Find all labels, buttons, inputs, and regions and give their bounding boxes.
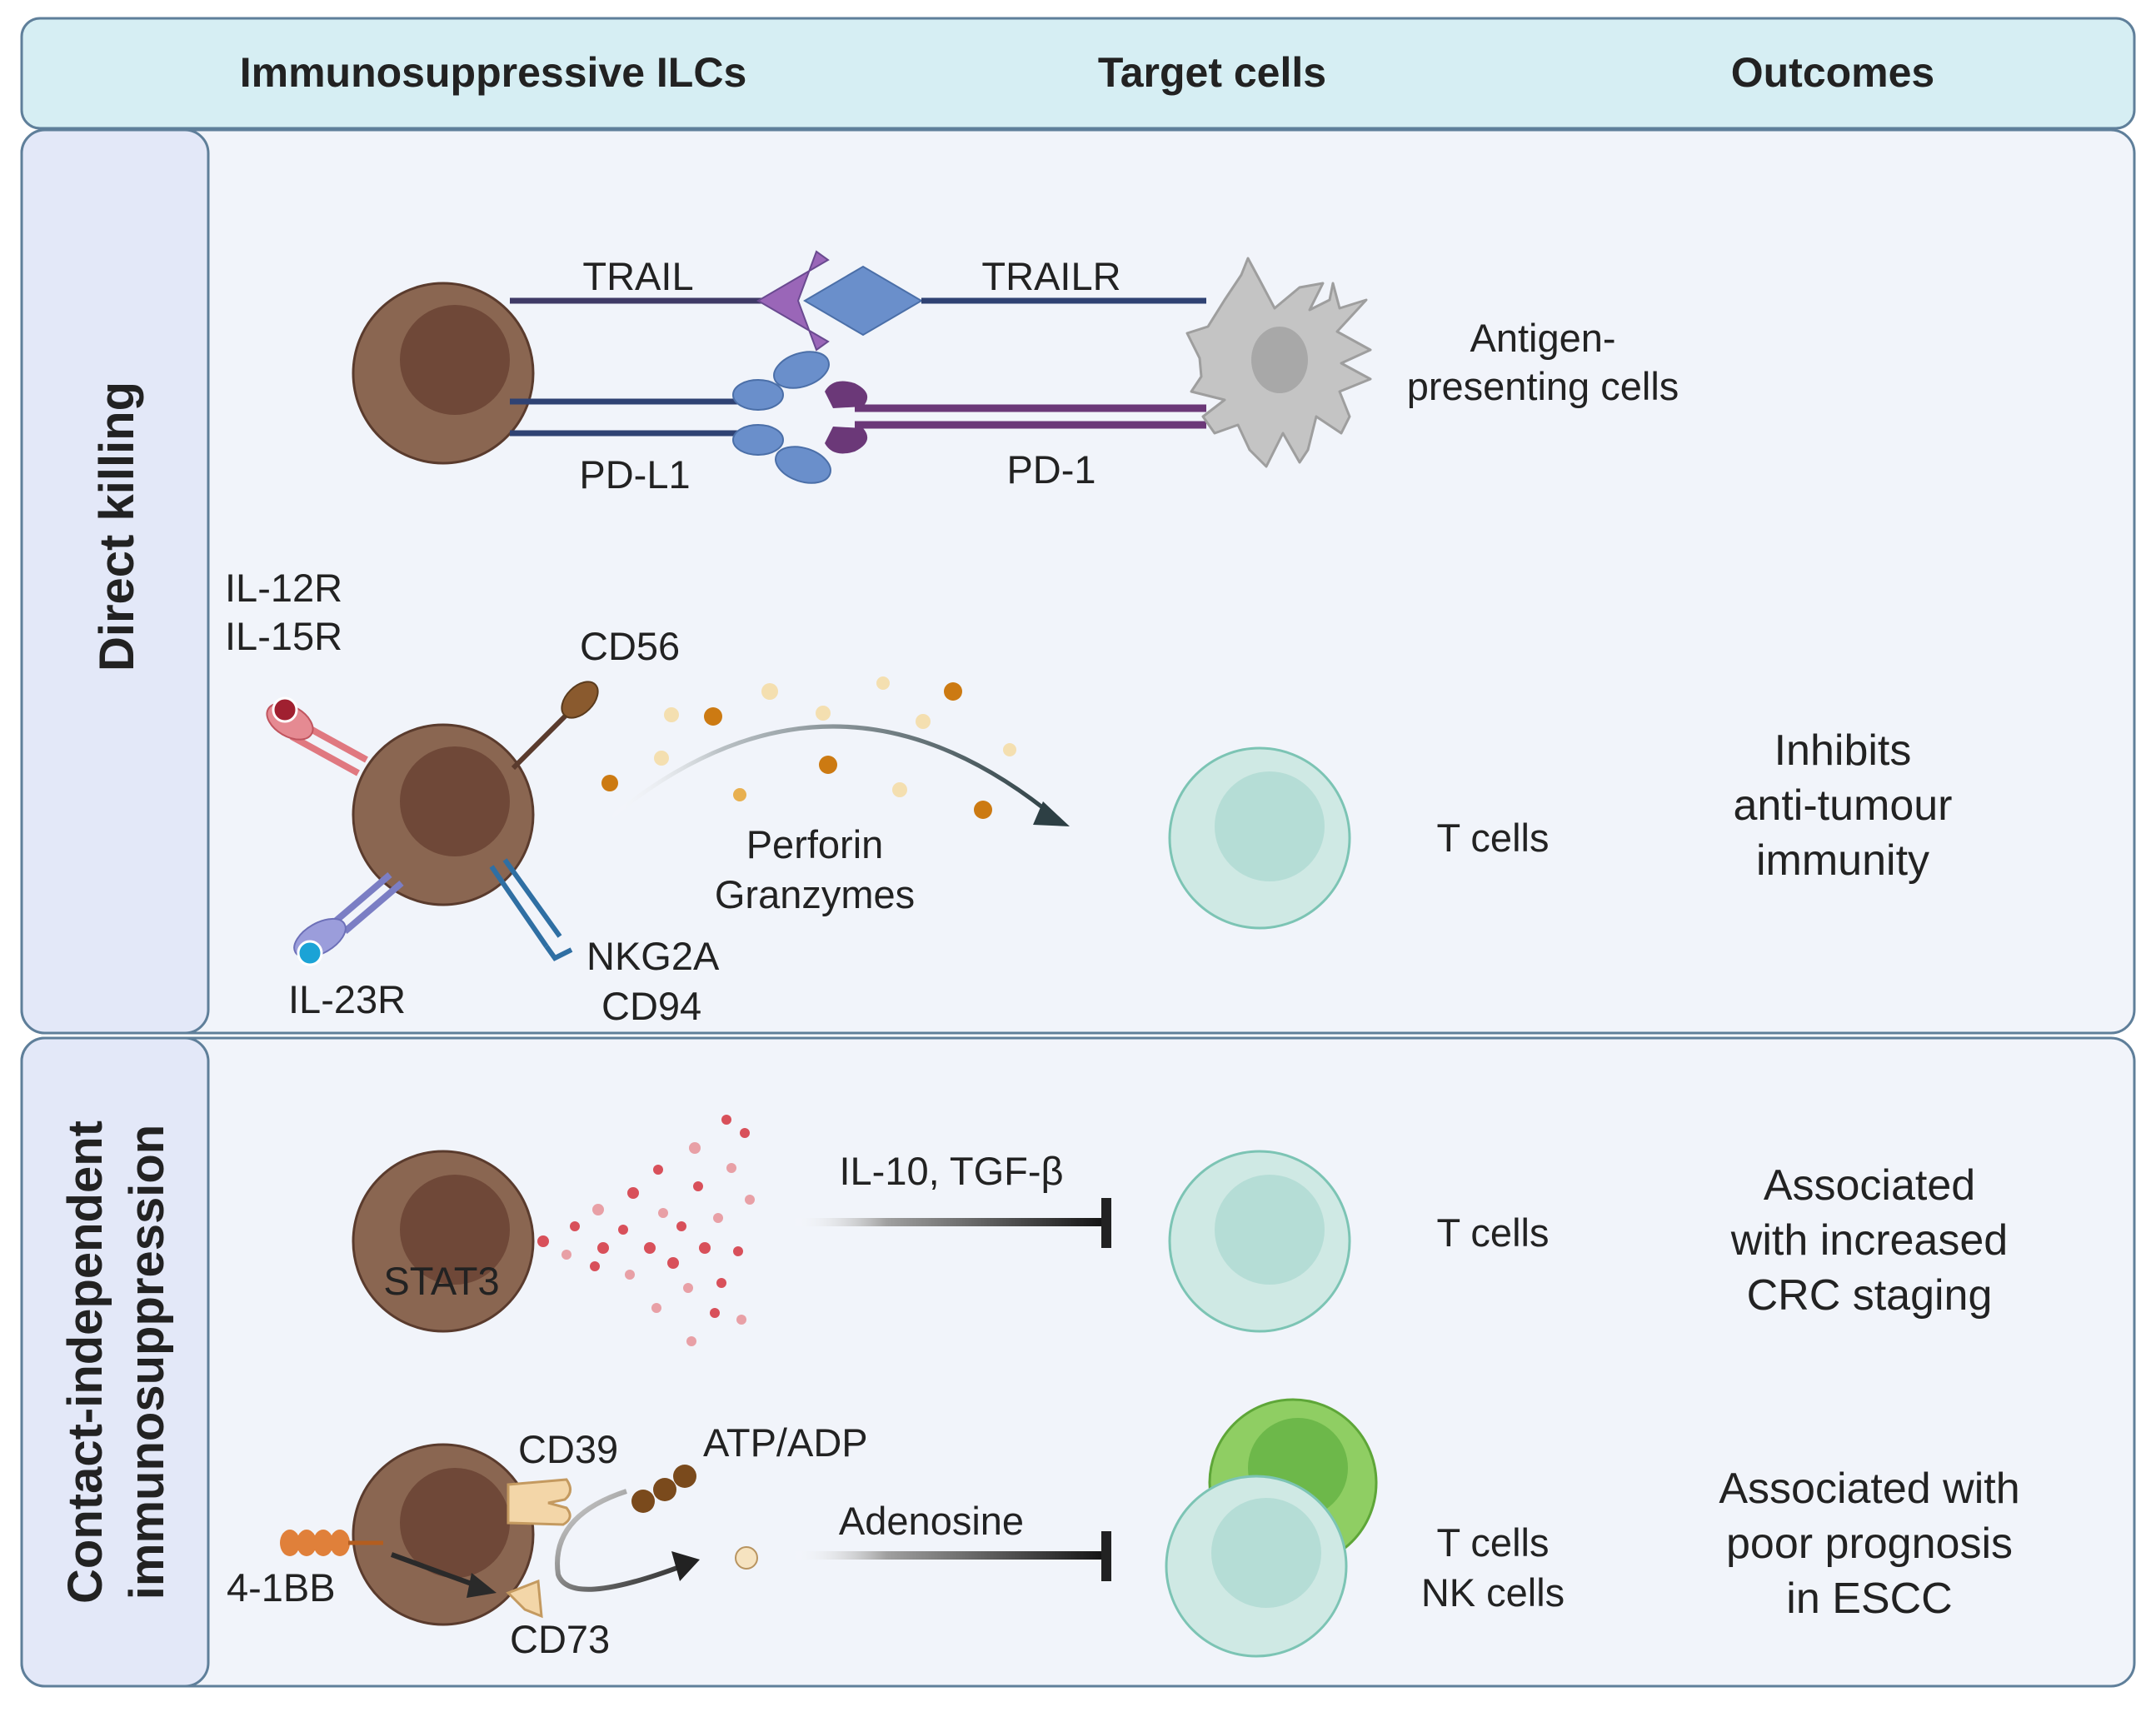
cd39-enzyme-icon bbox=[507, 1478, 571, 1526]
conversion-arrowhead bbox=[671, 1551, 700, 1581]
outcome-crc-line2: with increased bbox=[1730, 1216, 2008, 1265]
row2-target-label: T cells bbox=[1437, 816, 1550, 860]
row-perforin: IL-12R IL-15R CD56 IL-23R NKG2A CD94 bbox=[225, 566, 1953, 1028]
4-1bb-receptor-icon bbox=[280, 1530, 383, 1556]
t-cell-3-nucleus bbox=[1211, 1498, 1321, 1608]
cd56-stalk bbox=[511, 707, 574, 771]
nkg2a-stalk-2 bbox=[502, 858, 562, 938]
stat3-label: STAT3 bbox=[383, 1259, 499, 1303]
pd1-head-bottom bbox=[825, 427, 868, 454]
il23r-label: IL-23R bbox=[288, 977, 406, 1021]
apc-label-line1: Antigen- bbox=[1470, 316, 1615, 360]
atp-phosphate-1 bbox=[631, 1490, 655, 1513]
internal-arrow-line bbox=[390, 1552, 480, 1589]
pdl1-domain-2 bbox=[773, 351, 830, 389]
t-cell-1-nucleus bbox=[1215, 771, 1325, 881]
row3-target-label: T cells bbox=[1437, 1210, 1550, 1255]
trailr-label: TRAILR bbox=[981, 254, 1120, 298]
outcome-escc-line3: in ESCC bbox=[1786, 1575, 1952, 1623]
side-tab-contact bbox=[20, 1036, 210, 1688]
ilc-cell-4-nucleus bbox=[400, 1468, 510, 1578]
inhibition-tee-il10 bbox=[1101, 1198, 1111, 1248]
cd56-receptor-icon bbox=[561, 681, 599, 719]
pdl1-domain-4 bbox=[775, 446, 831, 484]
granzymes-label: Granzymes bbox=[715, 872, 915, 916]
cytokine-spray bbox=[537, 1115, 755, 1346]
perforin-label: Perforin bbox=[746, 822, 884, 866]
row4-target-label-1: T cells bbox=[1437, 1520, 1550, 1565]
cd56-label: CD56 bbox=[580, 624, 680, 668]
cd73-enzyme-icon bbox=[506, 1579, 543, 1619]
cd39-label: CD39 bbox=[518, 1427, 618, 1471]
apc-label-line2: presenting cells bbox=[1407, 364, 1679, 408]
atp-phosphate-2 bbox=[653, 1478, 676, 1501]
outcome-escc-line2: poor prognosis bbox=[1726, 1520, 2013, 1568]
section-contact-line2: immunosuppression bbox=[120, 1125, 174, 1600]
header-ilc-label: Immunosuppressive ILCs bbox=[240, 49, 747, 96]
pd1-label: PD-1 bbox=[1006, 447, 1095, 492]
inhibition-bar-adenosine bbox=[791, 1551, 1108, 1560]
inhibition-bar-il10 bbox=[791, 1218, 1108, 1226]
pdl1-domain-1 bbox=[732, 379, 784, 411]
conversion-arrow bbox=[555, 1489, 683, 1592]
il15r-label: IL-15R bbox=[225, 614, 342, 658]
section-direct-killing: Direct killing bbox=[90, 382, 144, 671]
internal-arrowhead bbox=[467, 1573, 497, 1598]
header-target-label: Target cells bbox=[1098, 49, 1326, 96]
outcome-crc-line1: Associated bbox=[1764, 1161, 1975, 1210]
adenosine-label: Adenosine bbox=[839, 1499, 1024, 1543]
apc-cell-icon bbox=[1185, 257, 1372, 468]
il12r-stalk-2 bbox=[290, 733, 360, 776]
outcome-direct-line1: Inhibits bbox=[1774, 726, 1912, 775]
header-band: Immunosuppressive ILCs Target cells Outc… bbox=[20, 17, 2136, 130]
adenosine-dot bbox=[735, 1546, 758, 1570]
row-stat3: STAT3 bbox=[352, 1115, 2008, 1346]
il23r-stalk-2 bbox=[342, 880, 404, 935]
pdl1-domain-3 bbox=[732, 424, 784, 456]
inhibition-tee-adenosine bbox=[1101, 1531, 1111, 1581]
il23-ligand-dot bbox=[297, 940, 323, 966]
nkg2a-label: NKG2A bbox=[586, 934, 720, 978]
nkg2a-hook bbox=[544, 945, 573, 961]
nkg2a-stalk-1 bbox=[489, 865, 549, 948]
outcome-escc-line1: Associated with bbox=[1719, 1465, 2019, 1513]
outcome-direct-line2: anti-tumour bbox=[1734, 781, 1953, 830]
ilc-cell-3-nucleus bbox=[400, 1175, 510, 1285]
perforin-arrow bbox=[606, 724, 1060, 821]
t-cell-2-nucleus bbox=[1215, 1175, 1325, 1285]
granule-dots bbox=[601, 676, 1016, 819]
il23r-stalk-1 bbox=[331, 871, 392, 926]
il12r-label: IL-12R bbox=[225, 566, 342, 610]
pdl1-label: PD-L1 bbox=[579, 452, 690, 497]
row-trail-pdl1: TRAIL TRAILR PD-L1 PD-1 Antigen- present… bbox=[352, 250, 1679, 497]
cd94-label: CD94 bbox=[601, 984, 701, 1028]
row4-target-label-2: NK cells bbox=[1421, 1570, 1565, 1615]
trail-label: TRAIL bbox=[582, 254, 693, 298]
ilc-cell-1-nucleus bbox=[400, 305, 510, 415]
section-contact-line1: Contact-independent bbox=[58, 1121, 112, 1604]
atp-adp-label: ATP/ADP bbox=[703, 1420, 868, 1465]
side-tab-direct bbox=[20, 128, 210, 1035]
row-adenosine: 4-1BB CD39 CD73 ATP/ADP Adenosine T cell… bbox=[227, 1398, 2020, 1661]
outcome-direct-line3: immunity bbox=[1756, 836, 1929, 885]
perforin-arrowhead bbox=[1033, 801, 1070, 826]
trail-ligand-icon bbox=[756, 250, 830, 352]
ilc-cell-2-nucleus bbox=[400, 746, 510, 856]
cd73-label: CD73 bbox=[510, 1617, 610, 1661]
cytokines-label: IL-10, TGF-β bbox=[839, 1149, 1063, 1193]
atp-phosphate-3 bbox=[673, 1465, 696, 1488]
4-1bb-label: 4-1BB bbox=[227, 1565, 336, 1610]
outcome-crc-line3: CRC staging bbox=[1747, 1271, 1993, 1320]
il12-ligand-dot bbox=[272, 696, 298, 723]
pd1-head-top bbox=[825, 381, 868, 408]
header-outcome-label: Outcomes bbox=[1731, 49, 1935, 96]
